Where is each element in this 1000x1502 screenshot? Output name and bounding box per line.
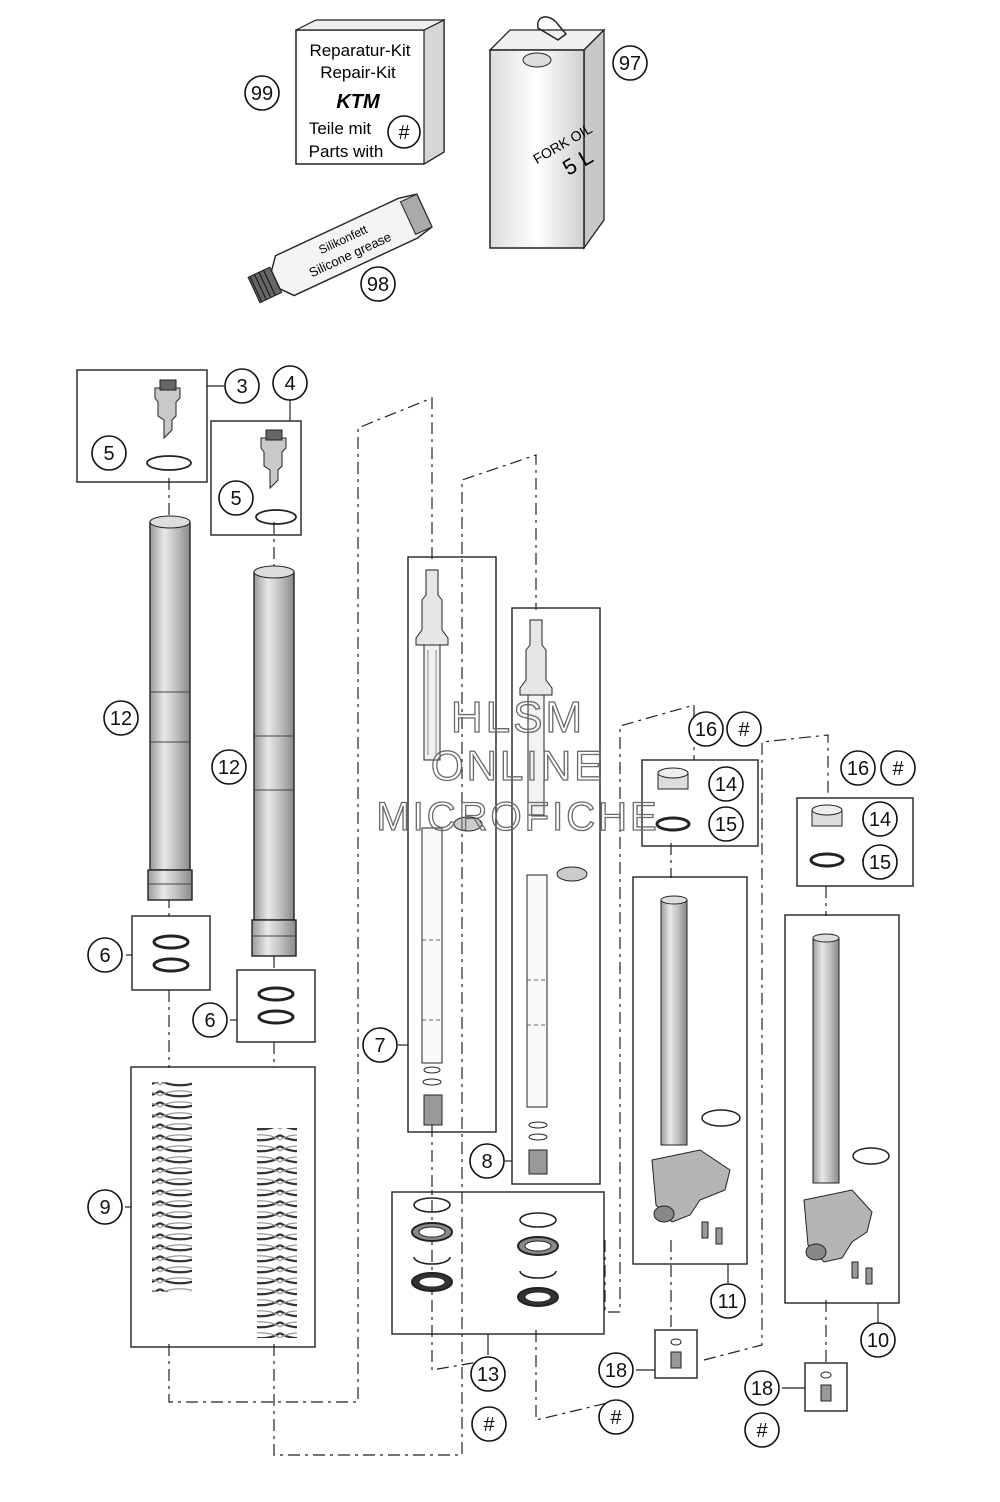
part-6-bushings-right xyxy=(236,969,316,1043)
callout-14-left: 14 xyxy=(708,766,744,802)
svg-text:14: 14 xyxy=(715,774,737,796)
svg-text:12: 12 xyxy=(110,708,132,730)
callout-4: 4 xyxy=(272,365,308,401)
callout-7: 7 xyxy=(362,1027,398,1063)
ktm-logo: KTM xyxy=(336,91,381,113)
callout-5-right: 5 xyxy=(218,480,254,516)
part-14-15-bushing-box-right xyxy=(796,797,914,887)
part-6-bushings-left xyxy=(131,915,211,991)
part-13-seal-kit xyxy=(391,1191,605,1335)
callout-16-right: 16 xyxy=(840,750,876,786)
svg-text:99: 99 xyxy=(251,83,273,105)
callout-14-right: 14 xyxy=(862,801,898,837)
svg-text:#: # xyxy=(738,719,750,741)
leader-lines xyxy=(125,385,880,1389)
callout-13: 13 xyxy=(470,1356,506,1392)
callout-99: 99 xyxy=(244,75,280,111)
kit-hash-badge xyxy=(387,115,421,149)
kit-parts-en: Parts with xyxy=(309,142,384,161)
part-18-bolt-box-left xyxy=(654,1329,698,1379)
svg-text:16: 16 xyxy=(695,719,717,741)
kit-parts-de: Teile mit xyxy=(309,119,372,138)
kit-hash-text: # xyxy=(398,122,410,144)
kit-label-de: Reparatur-Kit xyxy=(309,41,410,60)
hash-callout-16-right: # xyxy=(880,750,916,786)
callout-15-left: 15 xyxy=(708,806,744,842)
svg-text:15: 15 xyxy=(869,852,891,874)
part-11-inner-tube xyxy=(632,876,748,1265)
callout-6-left: 6 xyxy=(87,937,123,973)
hash-callout-cartridge-8: # xyxy=(598,1399,634,1435)
hash-callout-16-left: # xyxy=(726,711,762,747)
callout-18-right: 18 xyxy=(744,1370,780,1406)
kit-label-en: Repair-Kit xyxy=(320,63,396,82)
svg-text:97: 97 xyxy=(619,53,641,75)
svg-text:18: 18 xyxy=(751,1378,773,1400)
svg-text:7: 7 xyxy=(374,1035,385,1057)
svg-text:10: 10 xyxy=(867,1330,889,1352)
hash-callout-18-right: # xyxy=(744,1412,780,1448)
svg-text:6: 6 xyxy=(204,1010,215,1032)
callout-98: 98 xyxy=(360,266,396,302)
svg-text:15: 15 xyxy=(715,814,737,836)
svg-text:#: # xyxy=(610,1407,622,1429)
watermark-line-3: MICROFICHE xyxy=(376,795,659,839)
callout-16-left: 16 xyxy=(688,711,724,747)
svg-text:98: 98 xyxy=(367,274,389,296)
part-10-inner-tube xyxy=(784,914,900,1304)
svg-text:14: 14 xyxy=(869,809,891,831)
callout-5-left: 5 xyxy=(91,435,127,471)
svg-text:18: 18 xyxy=(605,1360,627,1382)
part-12-outer-tube-left xyxy=(147,515,193,901)
watermark: HLSM ONLINE MICROFICHE xyxy=(376,692,659,839)
svg-text:#: # xyxy=(756,1420,768,1442)
svg-text:13: 13 xyxy=(477,1364,499,1386)
callout-15-right: 15 xyxy=(862,844,898,880)
svg-text:#: # xyxy=(483,1414,495,1436)
callout-9: 9 xyxy=(87,1189,123,1225)
svg-text:3: 3 xyxy=(236,376,247,398)
callout-3: 3 xyxy=(224,368,260,404)
hash-callout-cartridge-7: # xyxy=(471,1406,507,1442)
svg-text:5: 5 xyxy=(103,443,114,465)
svg-text:9: 9 xyxy=(99,1197,110,1219)
part-3-cap-box xyxy=(76,369,208,483)
svg-text:12: 12 xyxy=(218,757,240,779)
svg-text:16: 16 xyxy=(847,758,869,780)
watermark-line-1: HLSM xyxy=(451,693,585,742)
silicone-grease-tube: Silikonfett Silicone grease xyxy=(247,193,433,304)
svg-text:4: 4 xyxy=(284,373,295,395)
svg-text:#: # xyxy=(892,758,904,780)
svg-text:6: 6 xyxy=(99,945,110,967)
watermark-line-2: ONLINE xyxy=(431,742,605,789)
part-7-cartridge xyxy=(407,556,497,1133)
part-18-bolt-box-right xyxy=(804,1362,848,1412)
repair-kit-box: Reparatur-Kit Repair-Kit KTM Teile mit P… xyxy=(295,18,445,166)
svg-text:8: 8 xyxy=(481,1151,492,1173)
callout-8: 8 xyxy=(469,1143,505,1179)
part-4-cap-box xyxy=(210,420,302,536)
part-9-springs xyxy=(130,1066,316,1348)
svg-text:11: 11 xyxy=(718,1291,739,1313)
callout-11: 11 xyxy=(710,1283,746,1319)
callout-12-left: 12 xyxy=(103,700,139,736)
callout-12-right: 12 xyxy=(211,749,247,785)
callout-10: 10 xyxy=(860,1322,896,1358)
connector-lines xyxy=(168,397,829,1456)
part-12-outer-tube-right xyxy=(251,565,297,957)
part-8-cartridge xyxy=(511,607,601,1185)
svg-text:5: 5 xyxy=(230,488,241,510)
callout-97: 97 xyxy=(612,45,648,81)
part-14-15-bushing-box-left xyxy=(641,759,759,847)
callout-6-right: 6 xyxy=(192,1002,228,1038)
fork-oil-can: FORK OIL 5 L xyxy=(488,16,606,251)
callout-18-left: 18 xyxy=(598,1352,634,1388)
